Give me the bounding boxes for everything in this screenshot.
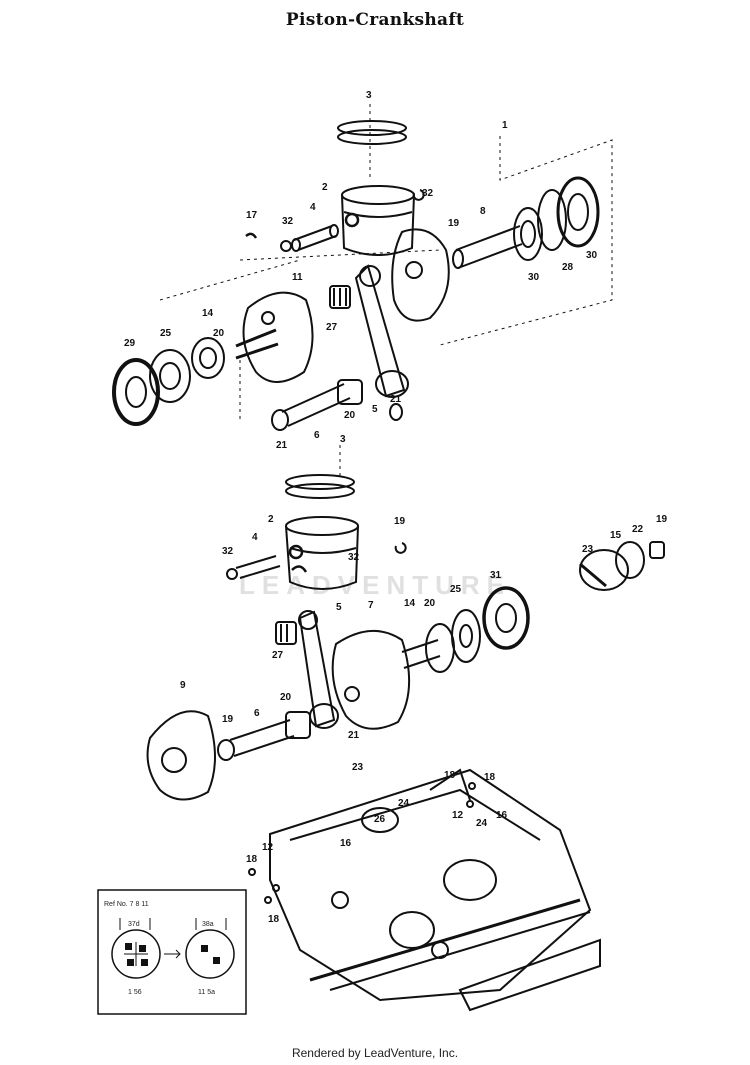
part-callout-21: 21 xyxy=(390,394,402,405)
part-callout-2: 2 xyxy=(268,514,274,525)
inset-label: 11 5a xyxy=(198,989,215,996)
part-callout-4: 4 xyxy=(252,532,258,543)
part-callout-24: 24 xyxy=(398,798,410,809)
part-callout-25: 25 xyxy=(160,328,172,339)
top-piston-pin xyxy=(280,224,339,252)
part-callout-28: 28 xyxy=(562,262,574,273)
middle-piston-pin xyxy=(226,555,281,580)
part-callout-20: 20 xyxy=(213,328,225,339)
part-callout-21: 21 xyxy=(348,730,360,741)
part-callout-32: 32 xyxy=(348,552,360,563)
part-callout-24: 24 xyxy=(476,818,488,829)
part-callout-18: 18 xyxy=(444,770,456,781)
part-callout-4: 4 xyxy=(310,202,316,213)
part-callout-26: 26 xyxy=(374,814,386,825)
crankcase xyxy=(269,768,601,1012)
part-callout-23: 23 xyxy=(352,762,364,773)
top-connecting-rod xyxy=(354,264,409,398)
part-callout-32: 32 xyxy=(282,216,294,227)
top-lower-crankpin xyxy=(271,379,403,431)
top-right-crankpin xyxy=(452,225,523,269)
part-callout-12: 12 xyxy=(452,810,464,821)
part-callout-2: 2 xyxy=(322,182,328,193)
middle-shaft xyxy=(401,586,530,673)
part-callout-18: 18 xyxy=(246,854,258,865)
part-callout-1: 1 xyxy=(502,120,508,131)
inset-header: Ref No. 7 8 11 xyxy=(104,901,149,908)
middle-right-flywheel xyxy=(331,629,411,730)
part-callout-19: 19 xyxy=(448,218,460,229)
watermark-text: LEADVENTURE xyxy=(238,570,511,600)
top-needle-bearing xyxy=(329,285,351,309)
part-callout-19: 19 xyxy=(656,514,668,525)
part-callout-3: 3 xyxy=(340,434,346,445)
part-callout-11: 11 xyxy=(292,272,303,283)
top-piston xyxy=(341,185,415,256)
part-callout-17: 17 xyxy=(246,210,258,221)
part-callout-18: 18 xyxy=(268,914,280,925)
part-callout-25: 25 xyxy=(450,584,462,595)
part-callout-27: 27 xyxy=(272,650,284,661)
part-callout-12: 12 xyxy=(262,842,274,853)
part-callout-16: 16 xyxy=(496,810,508,821)
part-callout-30: 30 xyxy=(528,272,540,283)
inset-box xyxy=(97,889,247,1015)
part-callout-30: 30 xyxy=(586,250,598,261)
part-callout-19: 19 xyxy=(222,714,234,725)
part-callout-22: 22 xyxy=(632,524,644,535)
callouts-crankcase: 23 18 18 26 24 16 12 16 24 12 18 18 xyxy=(246,762,508,925)
part-callout-14: 14 xyxy=(404,598,416,609)
part-callout-6: 6 xyxy=(314,430,320,441)
part-callout-16: 16 xyxy=(340,838,352,849)
part-callout-7: 7 xyxy=(368,600,374,611)
part-callout-20: 20 xyxy=(424,598,436,609)
part-callout-9: 9 xyxy=(180,680,186,691)
part-callout-5: 5 xyxy=(372,404,378,415)
part-callout-19: 19 xyxy=(394,516,406,527)
top-key xyxy=(245,232,258,239)
part-callout-21: 21 xyxy=(276,440,288,451)
footer-credit: Rendered by LeadVenture, Inc. xyxy=(291,1046,459,1060)
part-callout-23: 23 xyxy=(582,544,594,555)
middle-left-flywheel xyxy=(146,710,216,801)
part-callout-5: 5 xyxy=(336,602,342,613)
part-callout-29: 29 xyxy=(124,338,136,349)
part-callout-20: 20 xyxy=(280,692,292,703)
callouts-top: 3 1 2 32 4 32 17 19 8 30 28 30 11 27 14 20 25 29 5 21 20 21 6 3 xyxy=(124,90,598,451)
middle-piston xyxy=(285,516,359,590)
inset-label: 37d xyxy=(128,921,140,928)
part-callout-14: 14 xyxy=(202,308,214,319)
part-callout-8: 8 xyxy=(480,206,486,217)
inset-label: 1 56 xyxy=(128,989,142,996)
crankcase-studs xyxy=(248,782,476,904)
part-callout-32: 32 xyxy=(222,546,234,557)
part-callout-3: 3 xyxy=(366,90,372,101)
top-right-bearings xyxy=(513,176,600,261)
middle-circlip xyxy=(394,542,407,554)
part-callout-18: 18 xyxy=(484,772,496,783)
part-callout-6: 6 xyxy=(254,708,260,719)
part-callout-20: 20 xyxy=(344,410,356,421)
top-left-bearings xyxy=(112,337,225,426)
part-callout-31: 31 xyxy=(490,570,502,581)
part-callout-32: 32 xyxy=(422,188,434,199)
drive-gear xyxy=(579,541,665,591)
inset-label: 38a xyxy=(202,921,214,928)
middle-crankpin xyxy=(217,711,311,761)
part-callout-15: 15 xyxy=(610,530,622,541)
top-circlip xyxy=(412,189,425,201)
middle-needle-bearing xyxy=(275,621,297,645)
part-callout-27: 27 xyxy=(326,322,338,333)
top-left-flywheel xyxy=(235,291,314,383)
top-right-flywheel xyxy=(391,228,450,322)
top-piston-ring xyxy=(337,120,407,145)
middle-piston-ring xyxy=(285,474,355,499)
page-title: Piston-Crankshaft xyxy=(285,10,465,30)
callouts-middle: 2 19 4 32 32 5 7 14 20 25 31 27 23 15 22 19 9 19 6 20 21 xyxy=(180,514,668,741)
